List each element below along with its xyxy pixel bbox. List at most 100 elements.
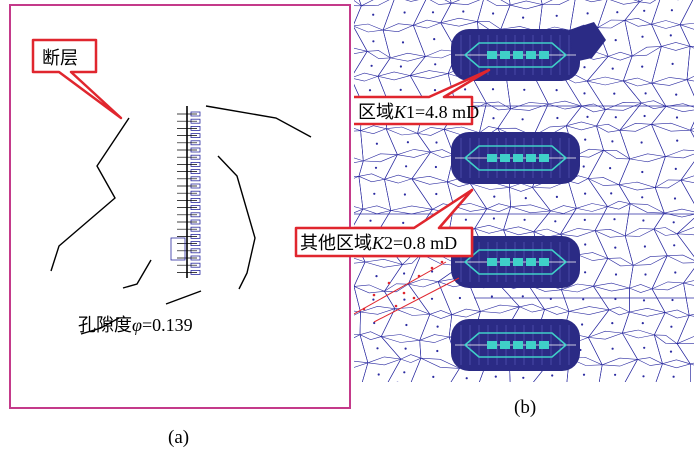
fracture-block bbox=[539, 154, 549, 162]
cell-node bbox=[403, 193, 406, 196]
well-heel-box bbox=[170, 237, 186, 261]
cell-node bbox=[492, 217, 495, 220]
cell-node bbox=[582, 298, 585, 301]
cell-node bbox=[611, 322, 614, 325]
cell-node bbox=[458, 296, 461, 300]
fracture-block bbox=[500, 51, 510, 59]
mesh-cell bbox=[676, 227, 694, 257]
mesh-cell bbox=[650, 122, 694, 159]
cell-node bbox=[643, 346, 646, 349]
mesh-cell bbox=[596, 101, 643, 133]
cell-node bbox=[403, 11, 406, 14]
cell-node bbox=[614, 116, 617, 119]
cell-node bbox=[431, 270, 434, 273]
cell-node bbox=[671, 62, 674, 65]
mesh-cell bbox=[609, 0, 641, 5]
cell-node bbox=[582, 373, 586, 376]
cell-node bbox=[374, 166, 378, 169]
cell-node bbox=[674, 271, 677, 274]
mesh-cell bbox=[361, 356, 402, 382]
cell-node bbox=[464, 218, 467, 221]
fracture-block bbox=[539, 258, 549, 266]
mesh-cell bbox=[383, 283, 431, 316]
cell-node bbox=[521, 295, 524, 298]
cell-node bbox=[375, 142, 378, 145]
cell-node bbox=[584, 271, 587, 274]
porosity-label: 孔隙度φ=0.139 bbox=[78, 315, 193, 335]
mesh-cell bbox=[624, 228, 668, 266]
cell-node bbox=[641, 196, 644, 199]
cell-node bbox=[611, 140, 614, 143]
cell-node bbox=[642, 219, 645, 222]
cell-node bbox=[614, 297, 617, 301]
region-k1-text: 区域K1=4.8 mD bbox=[358, 102, 479, 122]
fracture-block bbox=[526, 154, 536, 162]
cell-node bbox=[377, 373, 380, 376]
cell-node bbox=[642, 299, 646, 302]
cell-node bbox=[611, 67, 614, 70]
mesh-cell bbox=[592, 257, 634, 292]
cell-node bbox=[643, 114, 646, 118]
mesh-cell bbox=[594, 200, 631, 238]
cell-node bbox=[462, 10, 465, 13]
mesh-cell bbox=[584, 0, 603, 3]
mesh-cell bbox=[387, 354, 422, 382]
cell-node bbox=[672, 221, 675, 224]
mesh-cell bbox=[354, 157, 364, 179]
cell-node bbox=[401, 41, 405, 44]
cell-node bbox=[610, 192, 613, 195]
panel-b-canvas: 区域K1=4.8 mD bbox=[354, 0, 694, 382]
mesh-cell bbox=[679, 0, 694, 30]
high-perm-region bbox=[451, 132, 580, 184]
cell-node bbox=[370, 64, 373, 67]
cell-node bbox=[644, 273, 647, 276]
cell-node bbox=[373, 192, 376, 195]
high-perm-region bbox=[451, 236, 580, 288]
fault-trace bbox=[354, 261, 460, 323]
cell-node bbox=[430, 297, 434, 300]
mesh-cell bbox=[676, 217, 694, 236]
mesh-cell bbox=[566, 357, 603, 382]
mesh-cell bbox=[354, 360, 369, 382]
fracture-zone-outline bbox=[463, 42, 568, 68]
cell-node bbox=[673, 197, 677, 200]
mesh-cell bbox=[477, 0, 511, 30]
cell-node bbox=[643, 9, 646, 12]
cell-node bbox=[490, 295, 493, 298]
high-perm-region bbox=[451, 22, 606, 81]
cell-node bbox=[435, 192, 438, 196]
mesh-cell bbox=[624, 357, 663, 382]
mesh-cell bbox=[689, 362, 694, 382]
cell-node bbox=[465, 377, 468, 380]
cell-node bbox=[641, 65, 644, 68]
fracture-block bbox=[513, 51, 523, 59]
cell-node bbox=[399, 88, 402, 91]
horizontal-well bbox=[170, 106, 201, 278]
cell-node bbox=[581, 323, 584, 326]
fracture-block bbox=[500, 341, 510, 349]
cell-node bbox=[434, 63, 437, 66]
cell-node bbox=[614, 373, 617, 376]
cell-node bbox=[372, 298, 375, 301]
cell-node bbox=[669, 350, 673, 353]
cell-node bbox=[523, 218, 526, 221]
cell-node bbox=[376, 347, 379, 350]
fault-callout-text: 断层 bbox=[42, 48, 78, 68]
cell-node bbox=[405, 165, 408, 168]
cell-node bbox=[493, 195, 496, 198]
cell-node bbox=[611, 347, 614, 350]
cell-node bbox=[671, 298, 674, 302]
cell-node bbox=[524, 197, 527, 200]
cell-node bbox=[492, 117, 495, 120]
cell-node bbox=[613, 218, 616, 221]
cell-node bbox=[435, 141, 438, 144]
region-lobe bbox=[569, 22, 606, 62]
panel-a-frame: 孔隙度φ=0.139 断层 bbox=[9, 4, 351, 409]
cell-node bbox=[614, 273, 618, 276]
fracture-block bbox=[526, 51, 536, 59]
mesh-cell bbox=[621, 329, 663, 366]
cell-node bbox=[433, 38, 436, 41]
cell-node bbox=[403, 371, 406, 374]
mesh-cell bbox=[419, 310, 453, 343]
mesh-cell bbox=[629, 255, 668, 293]
